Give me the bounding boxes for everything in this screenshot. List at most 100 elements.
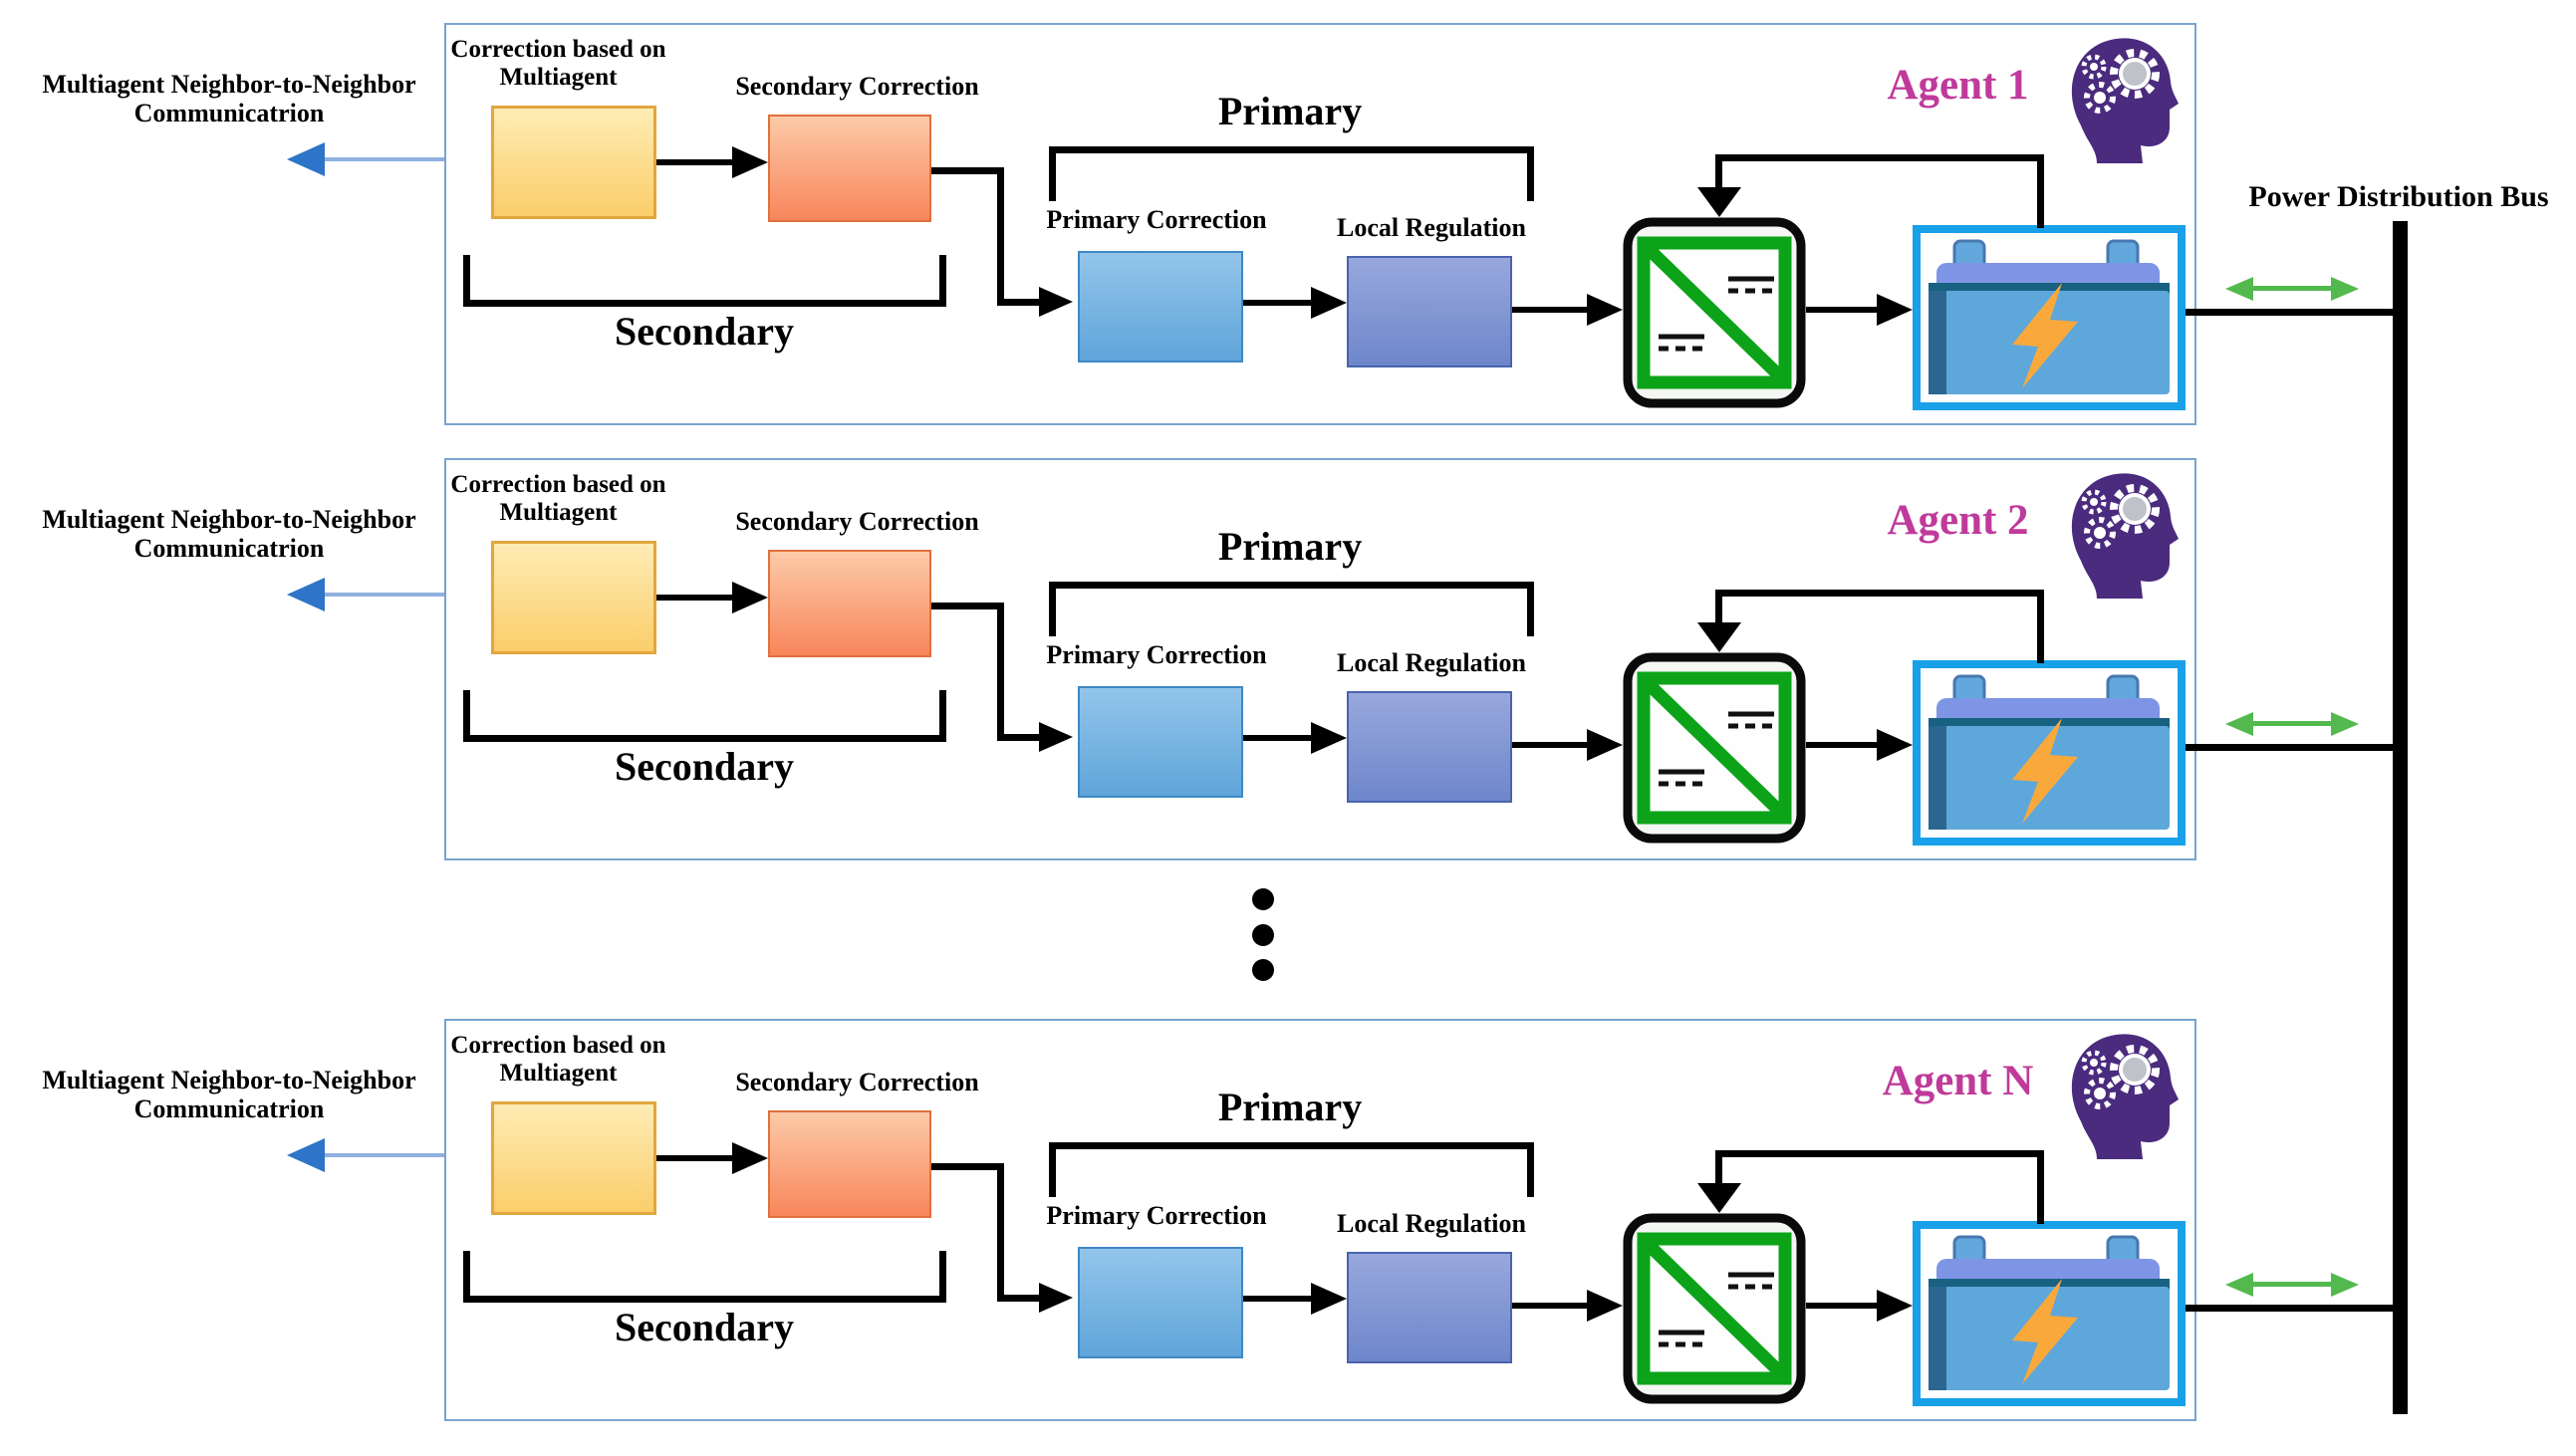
- dc-converter-icon: [1623, 652, 1806, 844]
- feedback-line: [1715, 154, 1722, 188]
- arrow-right-icon: [1877, 729, 1913, 761]
- feedback-line: [1715, 590, 1722, 623]
- primary-correction-label: Primary Correction: [1046, 1201, 1267, 1230]
- arrow-right-icon: [1039, 287, 1073, 317]
- arrow-down-icon: [1697, 622, 1741, 652]
- arrow-right-icon: [1587, 294, 1623, 326]
- primary-bracket: [1049, 582, 1534, 589]
- arrow-right-icon: [1311, 1283, 1347, 1315]
- battery-icon: [1913, 1221, 2186, 1406]
- primary-bracket: [1527, 146, 1534, 201]
- multiagent-correction-label: Correction based on Multiagent: [450, 1032, 666, 1087]
- connector-line: [1806, 307, 1879, 313]
- multiagent-correction-label: Correction based on Multiagent: [450, 36, 666, 91]
- agent-brain-icon: [2071, 473, 2179, 599]
- arrow-right-icon: [732, 582, 768, 613]
- connector-line: [1243, 300, 1313, 306]
- primary-correction-label: Primary Correction: [1046, 205, 1267, 234]
- local-regulation-box: [1347, 1252, 1512, 1363]
- secondary-bracket: [939, 255, 946, 307]
- secondary-bracket: [463, 300, 946, 307]
- connector-line: [1243, 1296, 1313, 1302]
- secondary-bracket-label: Secondary: [615, 309, 794, 354]
- comm-label-line2: Communicatrion: [133, 99, 325, 128]
- arrow-right-icon: [1587, 729, 1623, 761]
- primary-correction-box: [1078, 251, 1243, 363]
- agent-brain-icon: [2071, 1034, 2179, 1159]
- power-bus-label: Power Distribution Bus: [2248, 180, 2549, 213]
- agent-name-label: Agent 2: [1887, 497, 2029, 544]
- secondary-bracket-label: Secondary: [615, 1305, 794, 1349]
- comm-label-line1: Multiagent Neighbor-to-Neighbor: [42, 70, 416, 99]
- primary-bracket: [1049, 146, 1534, 153]
- secondary-bracket: [463, 1251, 470, 1303]
- arrow-right-icon: [1877, 1290, 1913, 1322]
- feedback-line: [2037, 590, 2044, 663]
- secondary-bracket: [463, 1296, 946, 1303]
- connector-line: [997, 1295, 1039, 1302]
- secondary-bracket: [939, 1251, 946, 1303]
- connector-line: [1806, 1303, 1879, 1309]
- arrow-right-icon: [1587, 1290, 1623, 1322]
- connector-line: [656, 1155, 732, 1161]
- neighbor-comm-label: Multiagent Neighbor-to-Neighbor Communic…: [42, 1066, 416, 1124]
- arrow-right-icon: [1311, 722, 1347, 754]
- primary-bracket: [1049, 1142, 1534, 1149]
- arrow-down-icon: [1697, 1183, 1741, 1213]
- local-regulation-label: Local Regulation: [1337, 648, 1526, 677]
- agent-boundary-box: [444, 23, 2196, 425]
- connector-line: [1806, 742, 1879, 748]
- feedback-line: [1715, 1150, 1722, 1184]
- connector-line: [656, 595, 732, 601]
- secondary-correction-label: Secondary Correction: [735, 1068, 979, 1096]
- secondary-correction-box: [768, 1110, 931, 1218]
- neighbor-comm-label: Multiagent Neighbor-to-Neighbor Communic…: [42, 505, 416, 564]
- secondary-correction-box: [768, 550, 931, 657]
- arrow-right-icon: [1311, 287, 1347, 319]
- arrow-right-icon: [1039, 722, 1073, 752]
- connector-line: [931, 1163, 1004, 1170]
- primary-bracket: [1527, 1142, 1534, 1197]
- connector-line: [997, 1163, 1004, 1302]
- connector-line: [931, 603, 1004, 609]
- battery-bus-line: [2186, 1305, 2393, 1312]
- feedback-line: [1715, 1150, 2044, 1157]
- feedback-line: [2037, 154, 2044, 228]
- secondary-bracket: [463, 735, 946, 742]
- secondary-bracket: [939, 690, 946, 742]
- connector-line: [1512, 307, 1589, 313]
- neighbor-comm-label: Multiagent Neighbor-to-Neighbor Communic…: [10, 70, 448, 127]
- battery-icon: [1913, 660, 2186, 846]
- connector-line: [997, 167, 1004, 306]
- arrow-right-icon: [732, 1142, 768, 1174]
- feedback-line: [2037, 1150, 2044, 1224]
- secondary-bracket: [463, 255, 470, 307]
- primary-correction-label: Primary Correction: [1046, 640, 1267, 669]
- secondary-correction-label: Secondary Correction: [735, 72, 979, 101]
- agent-row-1: Multiagent Neighbor-to-Neighbor Communic…: [0, 0, 2576, 460]
- secondary-correction-box: [768, 115, 931, 222]
- multiagent-correction-label: Correction based on Multiagent: [450, 471, 666, 526]
- arrow-right-icon: [732, 146, 768, 178]
- multiagent-correction-box: [491, 541, 656, 654]
- dc-converter-icon: [1623, 217, 1806, 408]
- connector-line: [1512, 1303, 1589, 1309]
- primary-bracket-label: Primary: [1217, 89, 1363, 133]
- agent-name-label: Agent 1: [1887, 62, 2029, 109]
- agent-row-n: Multiagent Neighbor-to-Neighbor Communic…: [0, 996, 2576, 1456]
- agent-boundary-box: [444, 1019, 2196, 1421]
- agent-name-label: Agent N: [1882, 1058, 2034, 1104]
- battery-bus-line: [2186, 744, 2393, 751]
- agent-brain-icon: [2071, 38, 2179, 163]
- battery-icon: [1913, 225, 2186, 410]
- local-regulation-box: [1347, 691, 1512, 803]
- connector-line: [997, 299, 1039, 306]
- agent-row-2: Multiagent Neighbor-to-Neighbor Communic…: [0, 435, 2576, 895]
- arrow-down-icon: [1697, 187, 1741, 217]
- arrow-right-icon: [1877, 294, 1913, 326]
- primary-bracket-label: Primary: [1217, 524, 1363, 569]
- multiagent-correction-box: [491, 1101, 656, 1215]
- agent-boundary-box: [444, 458, 2196, 860]
- primary-bracket: [1049, 146, 1056, 201]
